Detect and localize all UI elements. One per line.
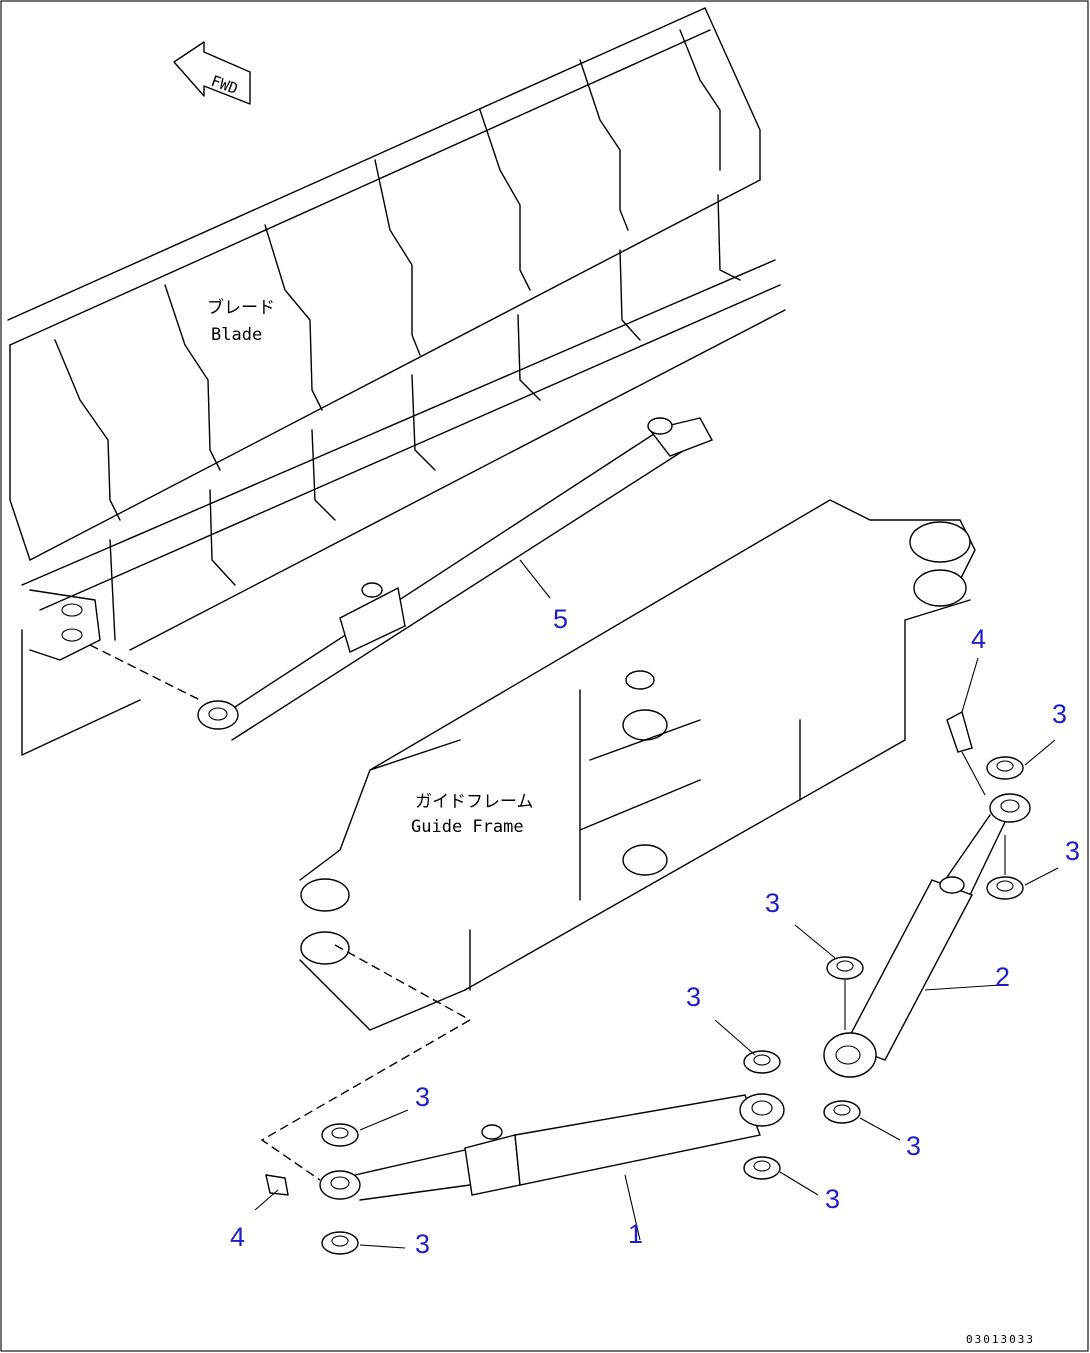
guide-frame-drawing: ガイドフレーム Guide Frame <box>260 499 976 1181</box>
blade-drawing: ブレード Blade <box>7 7 786 756</box>
forward-arrow-label: FWD <box>209 72 241 98</box>
blade-label-jp: ブレード <box>207 297 275 318</box>
callout-3-f: 3 <box>906 1131 921 1161</box>
blade-label-en: Blade <box>211 325 262 345</box>
part-2-cylinder <box>823 710 1031 1078</box>
callout-3-b: 3 <box>415 1229 430 1259</box>
callout-3-h: 3 <box>1065 836 1080 866</box>
callout-3-c: 3 <box>686 982 701 1012</box>
forward-arrow-icon: FWD <box>173 41 251 105</box>
callout-3-g: 3 <box>1052 699 1067 729</box>
callout-3-d: 3 <box>825 1184 840 1214</box>
callout-5: 5 <box>553 604 568 634</box>
callout-4-b: 4 <box>971 624 986 654</box>
washers <box>321 751 1024 1255</box>
guide-frame-label-en: Guide Frame <box>411 817 524 837</box>
guide-frame-label-jp: ガイドフレーム <box>415 792 534 812</box>
callout-2: 2 <box>995 962 1010 992</box>
leader-lines <box>254 559 1059 1249</box>
callout-1: 1 <box>628 1219 643 1249</box>
callout-3-e: 3 <box>765 888 780 918</box>
callout-4-a: 4 <box>230 1222 245 1252</box>
part-1-cylinder <box>265 1093 785 1201</box>
drawing-code: 03013033 <box>966 1333 1035 1346</box>
part-5-cylinder <box>89 417 713 741</box>
callout-3-a: 3 <box>415 1082 430 1112</box>
